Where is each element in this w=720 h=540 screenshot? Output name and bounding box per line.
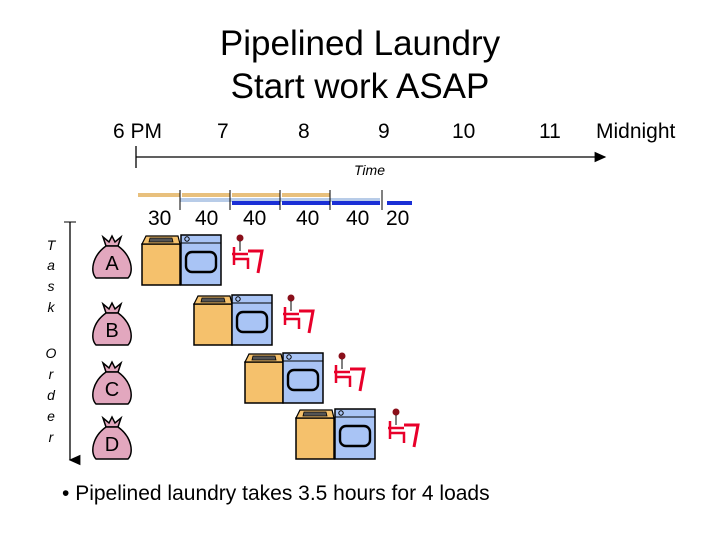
duration-label: 20 <box>386 207 410 230</box>
folder-person-icon <box>332 351 366 393</box>
duration-label: 40 <box>243 207 267 230</box>
duration-label: 40 <box>296 207 320 230</box>
load-label-d: D <box>104 434 120 456</box>
task-order-letter: r <box>48 429 54 445</box>
task-order-letter: O <box>45 345 57 361</box>
washer-icon <box>244 353 284 404</box>
title-line-2: Start work ASAP <box>230 67 490 106</box>
washer-icon <box>295 409 335 460</box>
dryer-icon <box>333 407 377 461</box>
summary-text: Pipelined laundry takes 3.5 hours for 4 … <box>75 482 490 505</box>
dryer-icon <box>179 233 223 287</box>
time-axis-label: Time <box>354 162 385 178</box>
hour-label-6pm: 6 PM <box>113 120 163 143</box>
folder-person-icon <box>386 407 420 449</box>
hour-label-8: 8 <box>298 120 310 143</box>
hour-label-10: 10 <box>452 120 476 143</box>
load-label-b: B <box>105 320 119 342</box>
load-label-a: A <box>105 253 119 275</box>
duration-label: 40 <box>195 207 219 230</box>
dryer-icon <box>281 351 325 405</box>
hour-label-11: 11 <box>539 120 561 143</box>
hour-label-9: 9 <box>378 120 390 143</box>
summary-bullet: • Pipelined laundry takes 3.5 hours for … <box>62 482 490 506</box>
task-order-letter: e <box>47 408 55 424</box>
folder-person-icon <box>230 233 264 275</box>
hour-label-7: 7 <box>217 120 229 143</box>
stage-bars <box>138 190 412 210</box>
page-title: Pipelined Laundry Start work ASAP <box>160 22 560 108</box>
task-order-letter: d <box>47 387 55 403</box>
duration-label: 30 <box>148 207 172 230</box>
task-order-letter: a <box>47 257 55 273</box>
task-order-letter: s <box>47 278 55 294</box>
task-order-letter: r <box>48 366 54 382</box>
washer-icon <box>193 295 233 346</box>
task-order-letter: T <box>46 237 56 253</box>
washer-icon <box>141 235 181 286</box>
load-label-c: C <box>104 379 120 401</box>
task-order-letter: k <box>47 299 55 315</box>
bullet-dot: • <box>62 482 76 505</box>
dryer-icon <box>230 293 274 347</box>
folder-person-icon <box>281 293 315 335</box>
duration-label: 40 <box>346 207 370 230</box>
hour-label-midnight: Midnight <box>596 120 676 143</box>
title-line-1: Pipelined Laundry <box>219 24 501 63</box>
